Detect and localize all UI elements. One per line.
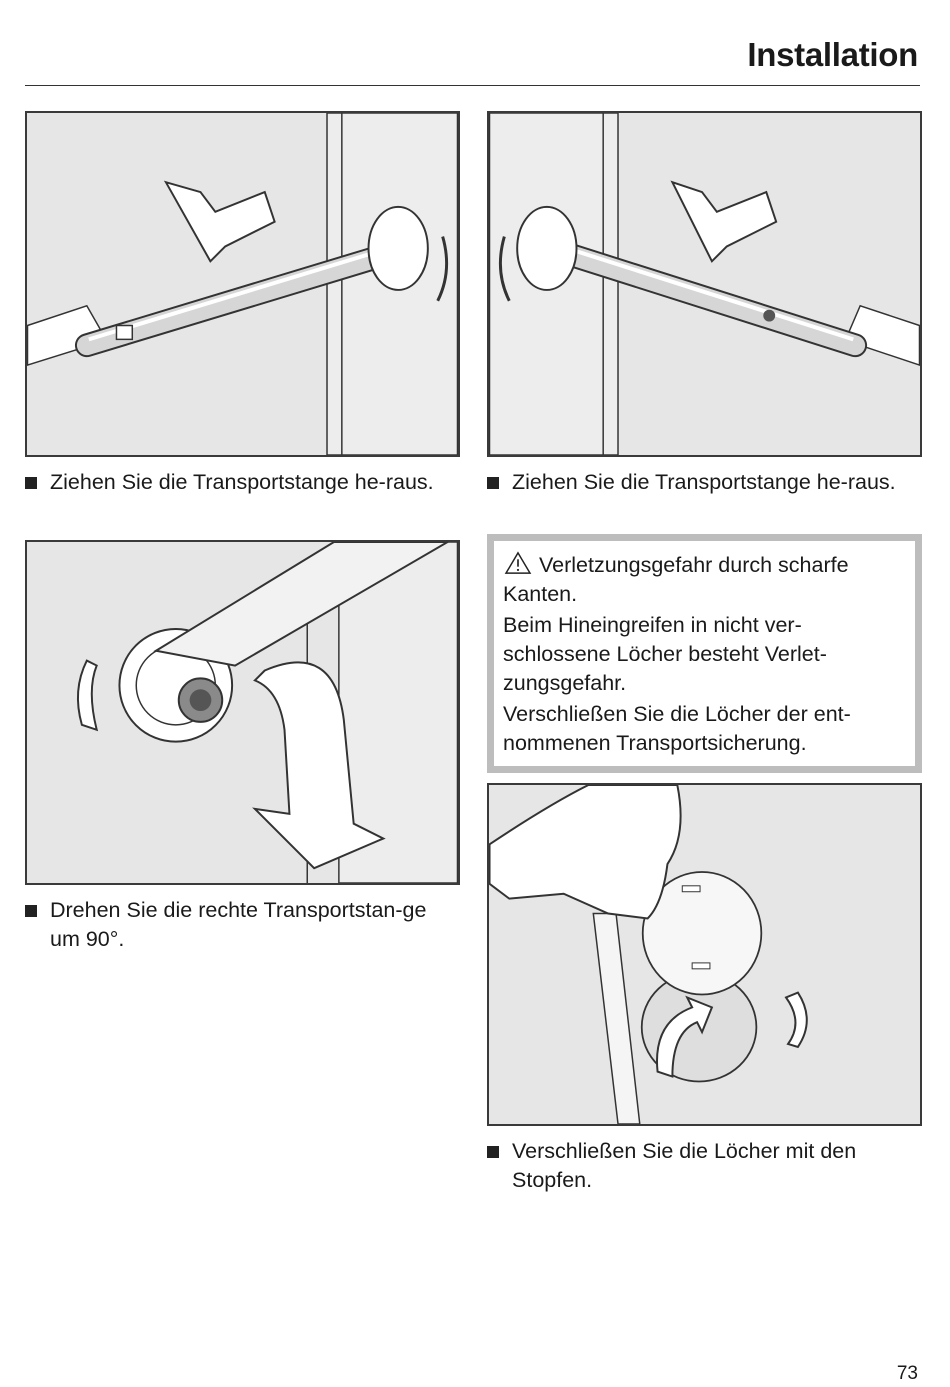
warning-text-2: Verschließen Sie die Löcher der ent-nomm… <box>503 702 851 755</box>
warning-text-1: Beim Hineingreifen in nicht ver-schlosse… <box>503 613 827 695</box>
figure-pull-rod-right <box>487 111 922 457</box>
bullet-square-icon <box>487 1146 499 1158</box>
figure-plug-holes <box>487 783 922 1126</box>
arrow-right-icon <box>670 180 778 263</box>
step-3-text: Drehen Sie die rechte Transportstan-ge u… <box>50 898 427 951</box>
step-3-instruction: Drehen Sie die rechte Transportstan-ge u… <box>25 896 455 954</box>
stopper-plate-icon <box>641 871 763 996</box>
illustration-pull-rod-left <box>27 113 458 455</box>
rotate-arrow-icon <box>436 236 449 302</box>
rotate-arrow-icon <box>76 659 99 732</box>
illustration-pull-rod-right <box>489 113 920 455</box>
hand-icon <box>489 785 682 920</box>
insert-arrow-icon <box>656 995 714 1078</box>
bearing-disc-icon <box>516 205 578 291</box>
step-1-instruction: Ziehen Sie die Transportstange he-raus. <box>25 468 455 497</box>
rotate-down-arrow-icon <box>252 661 386 870</box>
illustration-plug-holes <box>489 785 920 1124</box>
rotate-arrow-icon <box>784 991 808 1049</box>
step-2-instruction: Ziehen Sie die Transportstange he-raus. <box>487 468 917 497</box>
step-4-text: Verschließen Sie die Löcher mit den Stop… <box>512 1139 857 1192</box>
warning-triangle-icon <box>504 551 532 574</box>
figure-rotate-rod <box>25 540 460 885</box>
bullet-square-icon <box>25 477 37 489</box>
page-number: 73 <box>896 1363 918 1384</box>
illustration-rotate-rod <box>27 542 458 883</box>
page-title: Installation <box>747 36 918 73</box>
arrow-left-icon <box>163 180 276 263</box>
bearing-disc-icon <box>367 205 429 291</box>
bullet-square-icon <box>487 477 499 489</box>
header-divider <box>25 85 920 86</box>
warning-title: Verletzungsgefahr durch scharfe Kanten. <box>503 553 849 606</box>
step-2-text: Ziehen Sie die Transportstange he-raus. <box>512 470 896 494</box>
figure-pull-rod-left <box>25 111 460 457</box>
warning-box: Verletzungsgefahr durch scharfe Kanten. … <box>487 534 922 773</box>
warning-heading: Verletzungsgefahr durch scharfe Kanten. <box>503 551 905 609</box>
rotate-arrow-icon <box>498 236 511 302</box>
step-4-instruction: Verschließen Sie die Löcher mit den Stop… <box>487 1137 917 1195</box>
step-1-text: Ziehen Sie die Transportstange he-raus. <box>50 470 434 494</box>
bullet-square-icon <box>25 905 37 917</box>
